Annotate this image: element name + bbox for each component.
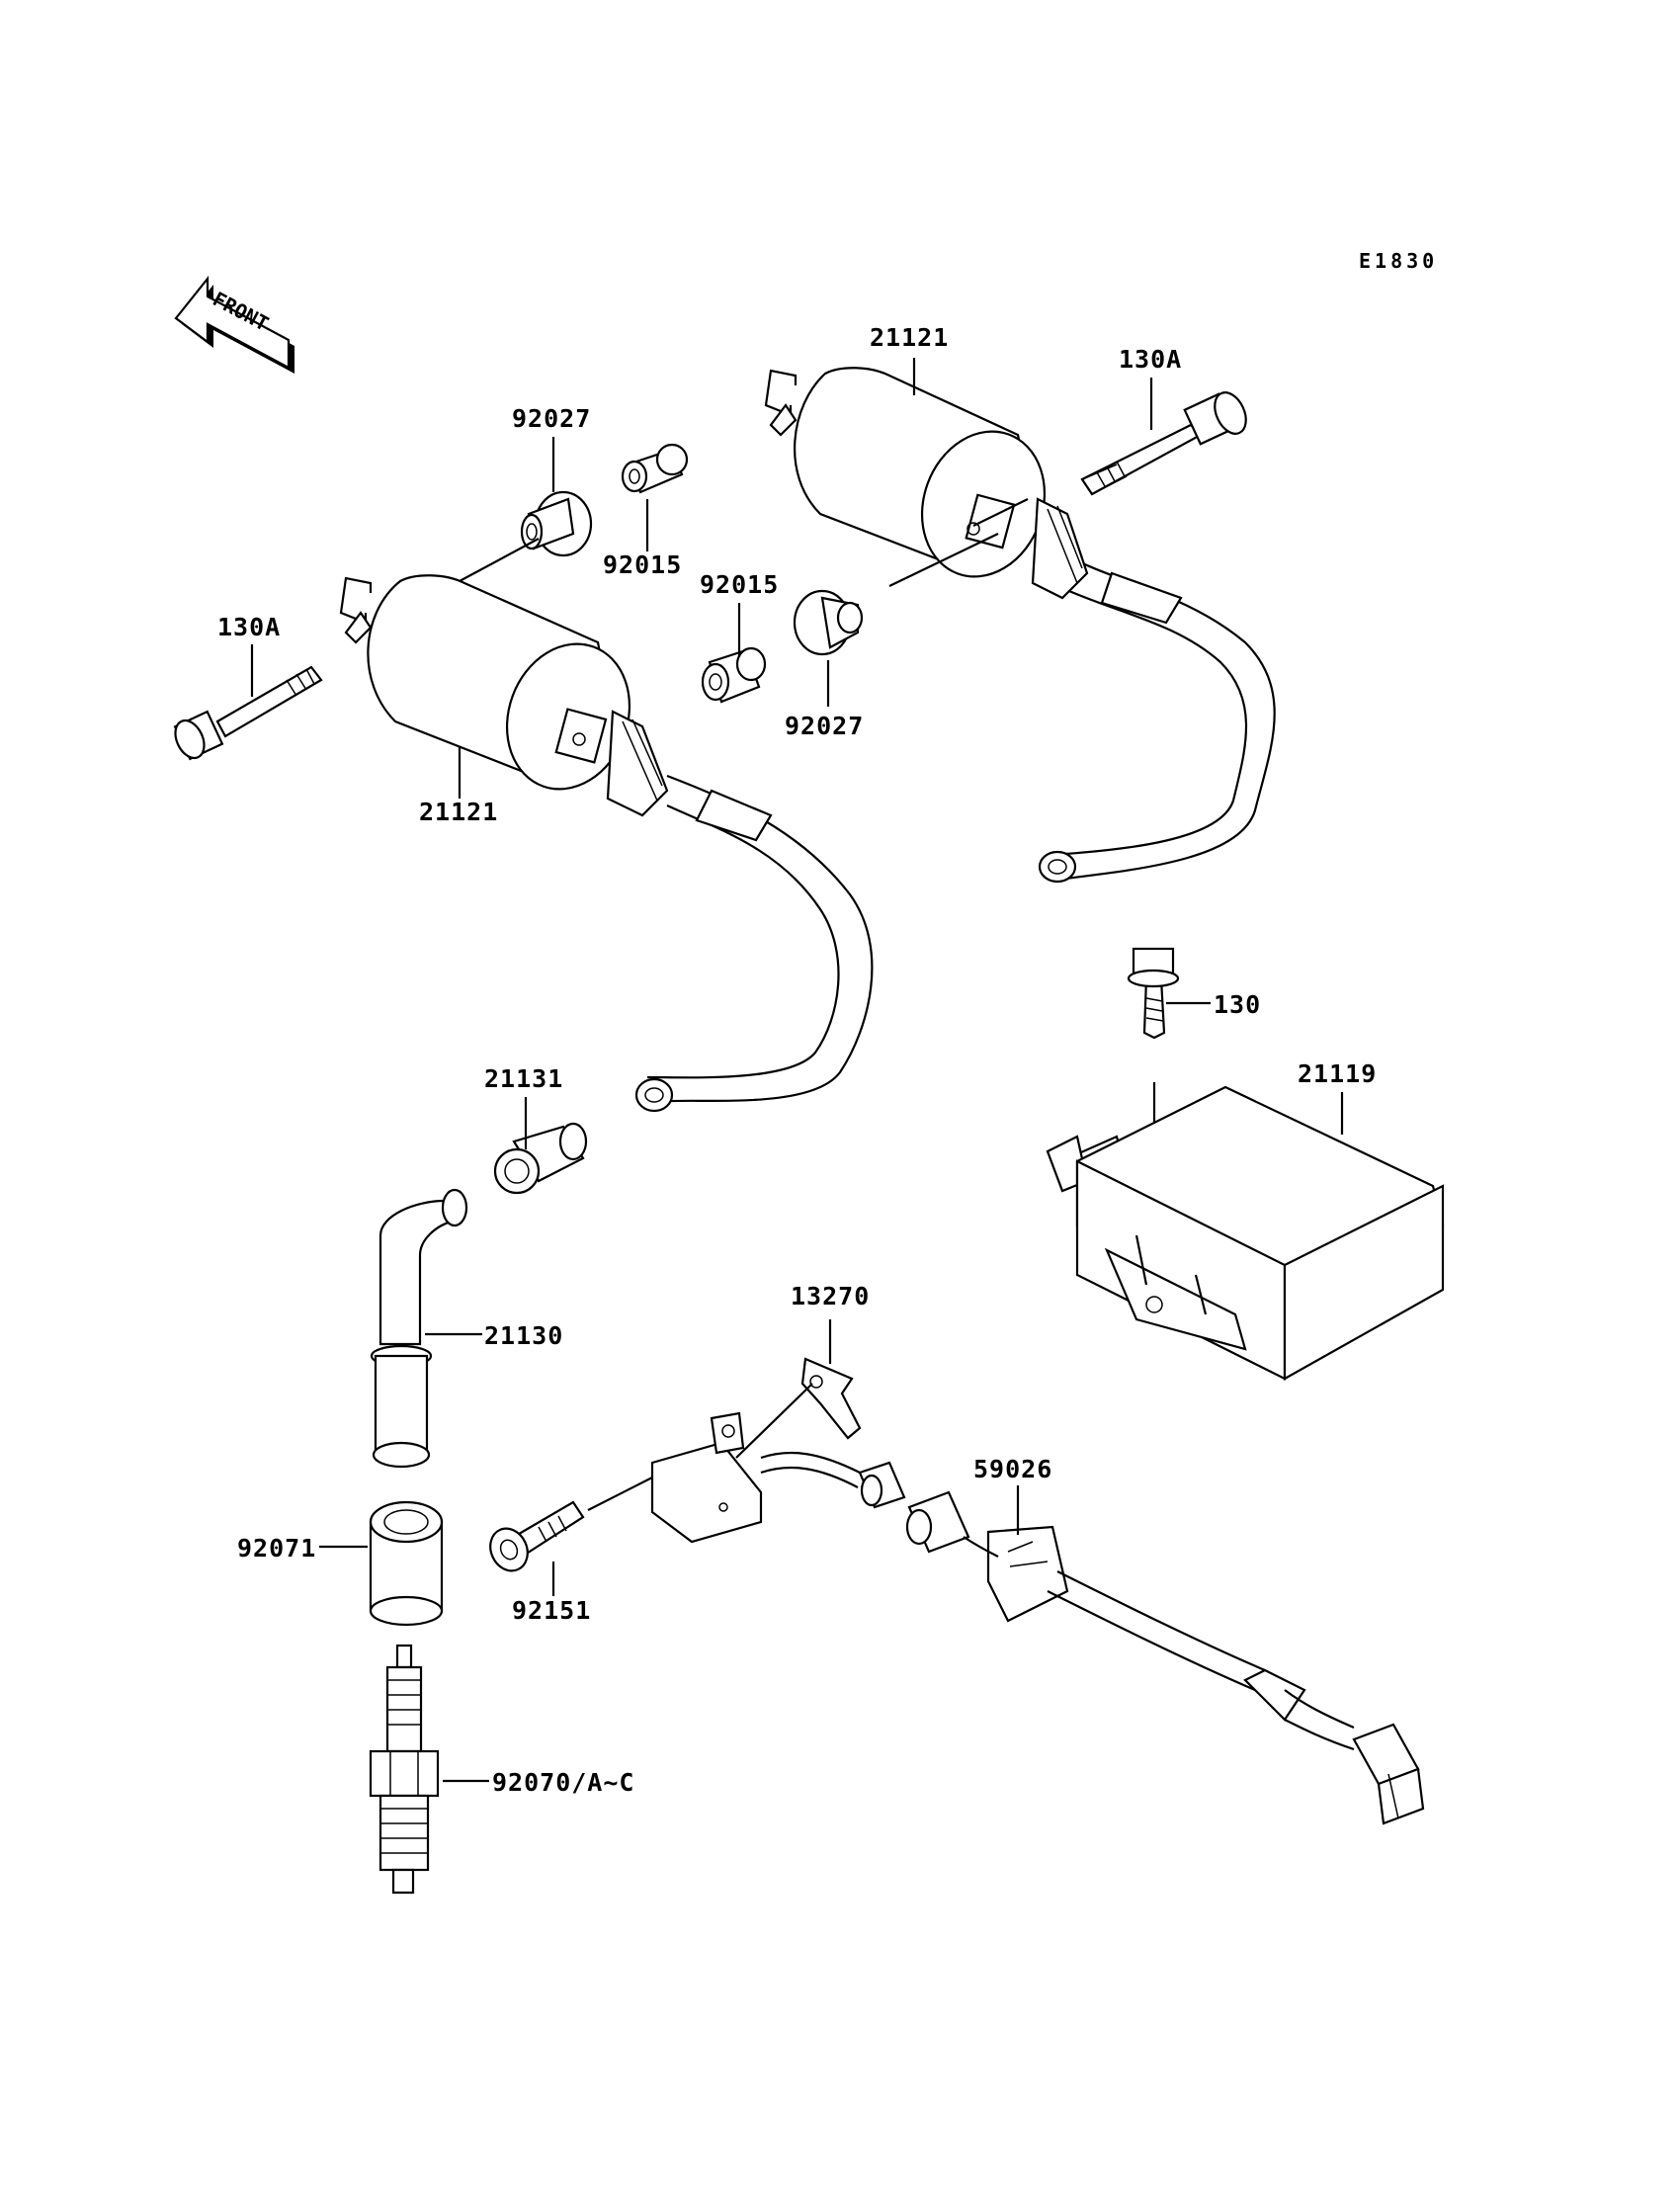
bracket-13270	[800, 1357, 862, 1440]
label-coil-lower: 21121	[419, 798, 498, 826]
label-grommet: 92071	[237, 1534, 316, 1563]
label-spark-plug: 92070/A~C	[492, 1768, 634, 1797]
bolt-130	[1127, 947, 1180, 1040]
washer-92027-a	[520, 490, 593, 557]
label-bracket: 13270	[791, 1282, 870, 1310]
bolt-130a-lower	[173, 665, 323, 761]
label-collar-a: 92015	[603, 550, 682, 579]
washer-92027-b	[793, 589, 864, 656]
label-collar-b: 92015	[700, 570, 779, 599]
label-cap: 21131	[484, 1064, 563, 1093]
collar-92015-a	[621, 443, 689, 494]
label-washer-a: 92027	[512, 404, 591, 433]
ignition-coil-upper	[764, 367, 1276, 884]
grommet-92071	[369, 1500, 444, 1627]
label-plug-cap: 21130	[484, 1321, 563, 1350]
igniter-unit	[1046, 1085, 1445, 1381]
label-bolt-lower: 130A	[217, 613, 281, 641]
label-bolt-92151: 92151	[512, 1596, 591, 1625]
label-igniter: 21119	[1298, 1059, 1377, 1088]
collar-92015-b	[701, 646, 767, 704]
spark-plug	[369, 1644, 440, 1895]
front-arrow-icon: FRONT	[174, 275, 294, 374]
diagram-code: E1830	[1359, 249, 1438, 273]
label-connector: 59026	[973, 1455, 1052, 1483]
cap-21131	[493, 1122, 588, 1195]
ignition-coil-lower	[339, 574, 874, 1113]
bolt-92151	[489, 1500, 585, 1572]
plug-cap-21130	[370, 1188, 468, 1469]
label-igniter-bolt: 130	[1214, 990, 1261, 1019]
label-bolt-upper: 130A	[1119, 345, 1182, 374]
label-coil-upper: 21121	[870, 323, 949, 352]
pickup-coil-harness	[650, 1411, 1425, 1825]
bolt-130a-upper	[1080, 391, 1247, 496]
label-washer-b: 92027	[785, 712, 864, 740]
